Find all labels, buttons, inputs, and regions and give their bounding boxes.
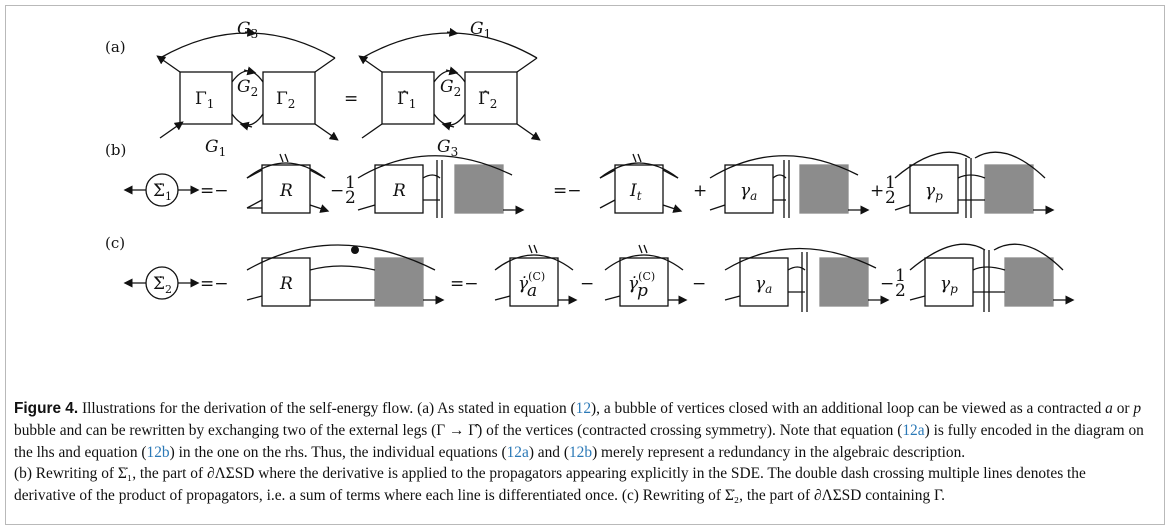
ref-12[interactable]: 12 [575,400,592,417]
label-G1-left: G1 [205,137,226,159]
caption-paragraph-b: (b) Rewriting of Σ̇₁, the part of ∂ΛΣSD … [14,465,1086,505]
gamma2-hat-vertex [464,71,518,125]
figure-frame [5,5,1165,525]
equals-a: = [344,89,358,109]
gamma-shaded-b4 [984,164,1034,214]
derivative-dot [351,246,359,254]
gamma-shaded-c3 [819,257,869,307]
R-vertex-b1 [261,164,311,214]
label-gamma-p-dot: γ̇(C) [628,270,655,294]
label-gamma-a-dot: γ̇(C) [518,270,545,294]
caption-paragraph: Figure 4. Illustrations for the derivati… [14,398,1149,463]
gamma-shaded-c4 [1004,257,1054,307]
gamma-a-vertex-c [739,257,789,307]
gamma1-vertex [179,71,233,125]
plus-b1: + [693,181,707,201]
gamma-p-vertex-c [924,257,974,307]
caption-text-7: ) and ( [528,443,569,461]
label-It: It [629,181,642,203]
caption-text-5: ) is fully encoded in the diagram on the… [14,421,1144,461]
ref-12a[interactable]: 12a [902,421,925,439]
figure-caption: Figure 4. Illustrations for the derivati… [14,398,1149,507]
half-num-c: 1 [895,266,906,286]
minus-half-c: − [880,274,894,294]
gamma-dot-shaded-c [374,257,424,307]
eqminus-c1: =− [200,274,229,294]
sub-a-dot: a [527,281,537,301]
half-num-b: 1 [345,173,356,193]
eqminus-b1: =− [200,181,229,201]
gamma1-hat-vertex [381,71,435,125]
half-num-b2: 1 [885,173,896,193]
label-gamma-a-b: γa [740,181,757,203]
gamma-shaded-b2 [454,164,504,214]
label-sigma1-dot: Σ̇1 [153,181,172,203]
It-vertex [614,164,664,214]
gamma-p-vertex-b [909,164,959,214]
minus-c1: − [580,274,594,294]
R-vertex-b2 [374,164,424,214]
eqminus-c2: =− [450,274,479,294]
label-G3-bottom: G3 [437,137,458,159]
label-G1-top: G1 [470,19,491,41]
p-italic: p [1133,400,1142,417]
panel-b-label: (b) [105,141,126,159]
label-G3: G3 [237,19,258,41]
label-gamma-a-c: γa [755,274,772,296]
label-sigma2-dot: Σ̇2 [153,274,172,296]
half-den-b2: 2 [885,188,896,208]
label-Gamma1-hat: Γ̂1 [397,89,416,111]
eqminus-b2: =− [553,181,582,201]
minus-c2: − [692,274,706,294]
label-G2-right: G2 [440,77,461,99]
caption-text-3: or [1112,400,1134,417]
sub-p-dot: p [637,281,648,301]
gamma-p-dot-vertex [619,257,669,307]
label-G2-left: G2 [237,77,258,99]
minus-b: − [330,181,344,201]
ref-12b[interactable]: 12b [146,443,170,461]
panel-c-label: (c) [105,234,125,252]
gamma-a-dot-vertex [509,257,559,307]
plus-b2: + [870,181,884,201]
R-vertex-c [261,257,311,307]
label-R-c: R [279,274,293,294]
gamma2-vertex [262,71,316,125]
label-Gamma1: Γ1 [195,89,214,111]
ref-12b-2[interactable]: 12b [568,443,593,461]
label-R-b2: R [392,181,406,201]
gamma-shaded-b3 [799,164,849,214]
caption-text-1: Illustrations for the derivation of the … [78,400,576,417]
caption-text-6: ) in the one on the rhs. Thus, the indiv… [169,443,507,461]
figure-label: Figure 4. [14,400,79,417]
caption-text-4: bubble and can be rewritten by exchangin… [14,421,903,439]
label-gamma-p-c: γp [940,274,958,296]
half-den-c: 2 [895,281,906,301]
half-den-b: 2 [345,188,356,208]
caption-text-2: ), a bubble of vertices closed with an a… [591,400,1106,417]
label-gamma-p-b: γp [925,181,943,203]
label-Gamma2-hat: Γ̂2 [478,89,497,111]
panel-a-label: (a) [105,38,126,56]
ref-12a-2[interactable]: 12a [506,443,529,461]
a-italic: a [1105,400,1113,417]
caption-text-8: ) merely represent a redundancy in the a… [592,443,966,461]
label-R-b1: R [279,181,293,201]
label-Gamma2: Γ2 [276,89,295,111]
gamma-a-vertex-b [724,164,774,214]
feynman-diagrams: (a) (b) (c) G3 G2 G1 Γ1 Γ2 = G1 G2 G3 Γ̂… [105,19,1075,312]
